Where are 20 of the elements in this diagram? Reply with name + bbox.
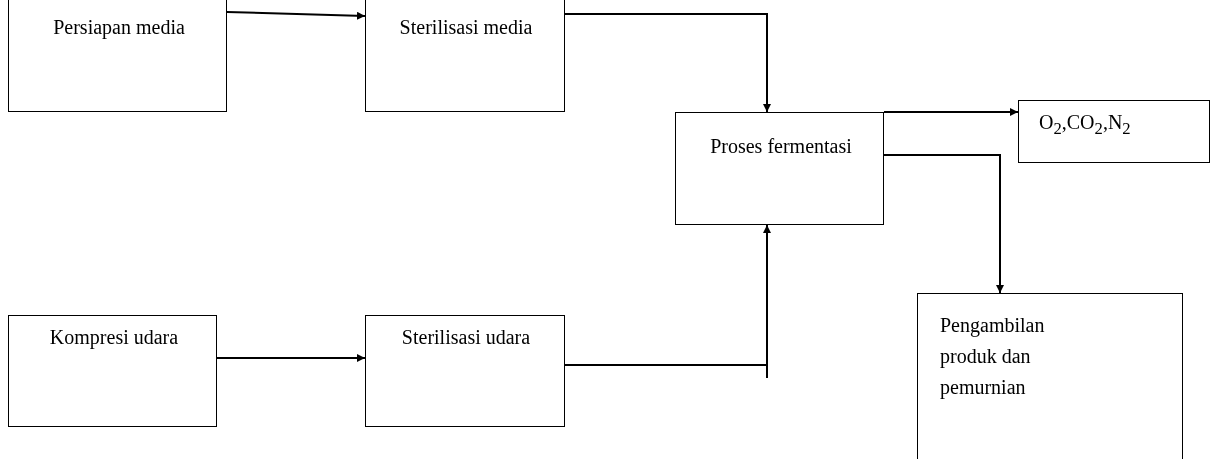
arrow [564,224,771,379]
arrow [216,354,366,362]
box-label: Proses fermentasi [709,134,853,159]
box-label: Persiapan media [52,15,186,41]
arrow [564,13,771,113]
process-box [365,315,565,427]
process-box [1018,100,1210,163]
process-box [675,112,884,225]
process-box [8,315,217,427]
arrow [883,108,1019,116]
box-label: Sterilisasi udara [400,325,532,350]
box-label: Sterilisasi media [398,15,534,40]
arrow [226,11,366,20]
arrow [883,154,1004,294]
box-label: O$_{2}$,CO$_{2}$,N$_{2}$ [1039,110,1132,140]
box-label: Kompresi udara [48,325,180,351]
process-box [8,0,227,112]
process-box [365,0,565,112]
box-label: Pengambilan produk dan pemurnian [940,313,1046,401]
process-box [917,293,1183,459]
